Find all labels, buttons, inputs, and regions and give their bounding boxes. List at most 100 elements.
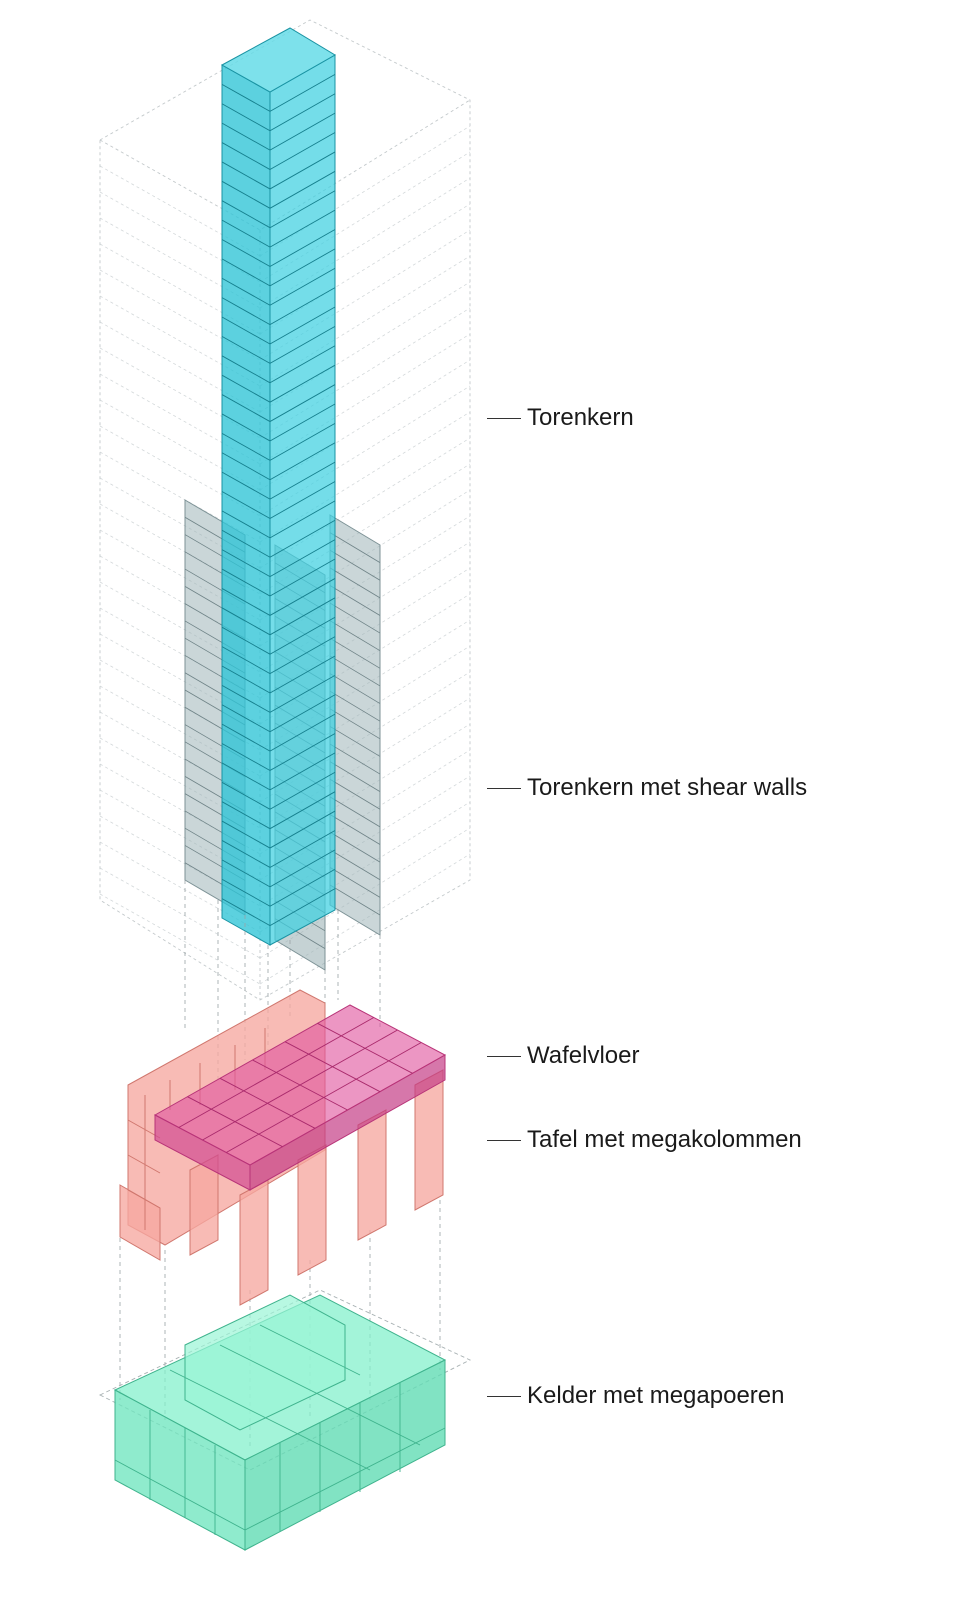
core-floor-line bbox=[221, 219, 271, 248]
core-floor-line bbox=[269, 733, 336, 771]
ghost-floor-line bbox=[259, 645, 471, 777]
core-floor-line bbox=[269, 209, 336, 248]
mega-column-1 bbox=[239, 1179, 269, 1306]
shear-floor-line bbox=[329, 532, 381, 563]
shear-floor-line bbox=[329, 673, 381, 704]
core-floor-line bbox=[221, 83, 271, 112]
core-floor-line bbox=[221, 801, 271, 830]
core-floor-line bbox=[221, 471, 271, 500]
label-text: Wafelvloer bbox=[527, 1042, 640, 1069]
shear-floor-line bbox=[329, 849, 381, 881]
core-floor-line bbox=[269, 655, 336, 694]
waffle-floor-grid bbox=[178, 1017, 422, 1153]
shear-floor-line bbox=[329, 585, 381, 616]
ghost-floor-line bbox=[259, 229, 471, 361]
core-floor-line bbox=[269, 326, 336, 364]
ghost-floor-line bbox=[259, 177, 471, 309]
core-floor-line bbox=[221, 491, 271, 519]
core-floor-line bbox=[221, 277, 271, 306]
core-floor-line bbox=[269, 752, 336, 791]
ghost-floor-line bbox=[99, 893, 261, 985]
core-floor-line bbox=[269, 93, 336, 132]
core-floor-line bbox=[221, 781, 271, 810]
core-floor-line bbox=[221, 723, 271, 752]
core-floor-line bbox=[221, 239, 271, 267]
core-floor-line bbox=[269, 248, 336, 287]
core-floor-line bbox=[269, 616, 336, 655]
label-torenkern-shear-walls: Torenkern met shear walls bbox=[487, 774, 807, 802]
core-floor-line bbox=[269, 771, 336, 810]
core-floor-line bbox=[269, 287, 336, 326]
ghost-floor-line bbox=[259, 385, 471, 517]
core-floor-lines bbox=[221, 73, 336, 927]
core-floor-line bbox=[221, 529, 271, 558]
core-floor-line bbox=[221, 142, 271, 170]
core-floor-line bbox=[221, 336, 271, 364]
core-floor-line bbox=[221, 122, 271, 151]
core-floor-line bbox=[269, 306, 336, 345]
leader-line bbox=[487, 1395, 521, 1397]
core-floor-line bbox=[221, 665, 271, 694]
core-floor-line bbox=[221, 374, 271, 403]
shear-floor-line bbox=[329, 743, 381, 775]
core-floor-line bbox=[221, 549, 271, 578]
core-floor-line bbox=[221, 568, 271, 597]
ghost-floor-line bbox=[259, 515, 471, 647]
ghost-floor-line bbox=[99, 867, 261, 959]
ghost-floor-line bbox=[259, 203, 471, 335]
core-floor-line bbox=[221, 161, 271, 190]
core-tower bbox=[220, 27, 336, 946]
shear-floor-line bbox=[329, 814, 381, 845]
ghost-floor-line bbox=[259, 489, 471, 621]
core-floor-line bbox=[269, 190, 336, 229]
waffle-grid-line bbox=[178, 1017, 374, 1128]
core-floor-line bbox=[221, 626, 271, 655]
core-floor-line bbox=[269, 422, 336, 461]
core-floor-line bbox=[221, 258, 271, 287]
core-floor-line bbox=[221, 607, 271, 636]
shear-floor-line bbox=[329, 602, 381, 634]
core-floor-line bbox=[269, 461, 336, 500]
core-floor-line bbox=[269, 73, 336, 112]
shear-floor-line bbox=[329, 708, 381, 740]
core-floor-line bbox=[269, 558, 336, 597]
core-top-face bbox=[220, 27, 336, 93]
leader-line bbox=[487, 1139, 521, 1141]
shear-floor-line bbox=[329, 549, 381, 581]
ghost-floor-line bbox=[259, 567, 471, 699]
core-floor-line bbox=[269, 791, 336, 830]
ghost-floor-line bbox=[259, 853, 471, 985]
core-floor-line bbox=[221, 859, 271, 888]
label-text: Torenkern bbox=[527, 404, 634, 431]
core-floor-line bbox=[269, 694, 336, 733]
shear-floor-line bbox=[329, 831, 381, 863]
ghost-floor-line bbox=[259, 307, 471, 439]
core-floor-line bbox=[221, 878, 271, 907]
label-kelder-megapoeren: Kelder met megapoeren bbox=[487, 1382, 784, 1410]
ghost-floor-line bbox=[259, 671, 471, 803]
core-floor-line bbox=[269, 868, 336, 907]
ghost-floor-line bbox=[259, 463, 471, 595]
ghost-floor-line bbox=[259, 125, 471, 257]
leader-line bbox=[487, 787, 521, 789]
waffle-grid-line bbox=[226, 1042, 422, 1153]
core-floor-line bbox=[269, 442, 336, 481]
core-floor-line bbox=[221, 316, 271, 345]
mega-column-2 bbox=[297, 1144, 327, 1276]
shear-floor-line bbox=[329, 690, 381, 722]
label-text: Tafel met megakolommen bbox=[527, 1126, 802, 1153]
shear-floor-line bbox=[329, 620, 381, 652]
ghost-floor-line bbox=[259, 697, 471, 829]
core-floor-line bbox=[269, 500, 336, 539]
shear-floor-line bbox=[329, 867, 381, 898]
ghost-floor-line bbox=[259, 151, 471, 283]
core-floor-line bbox=[221, 452, 271, 481]
ghost-floor-line bbox=[259, 333, 471, 465]
core-floor-line bbox=[269, 810, 336, 849]
core-floor-line bbox=[269, 888, 336, 927]
shear-floor-line bbox=[329, 778, 381, 810]
core-floor-line bbox=[221, 510, 271, 539]
ghost-floor-line bbox=[259, 749, 471, 881]
core-floor-line bbox=[269, 345, 336, 384]
